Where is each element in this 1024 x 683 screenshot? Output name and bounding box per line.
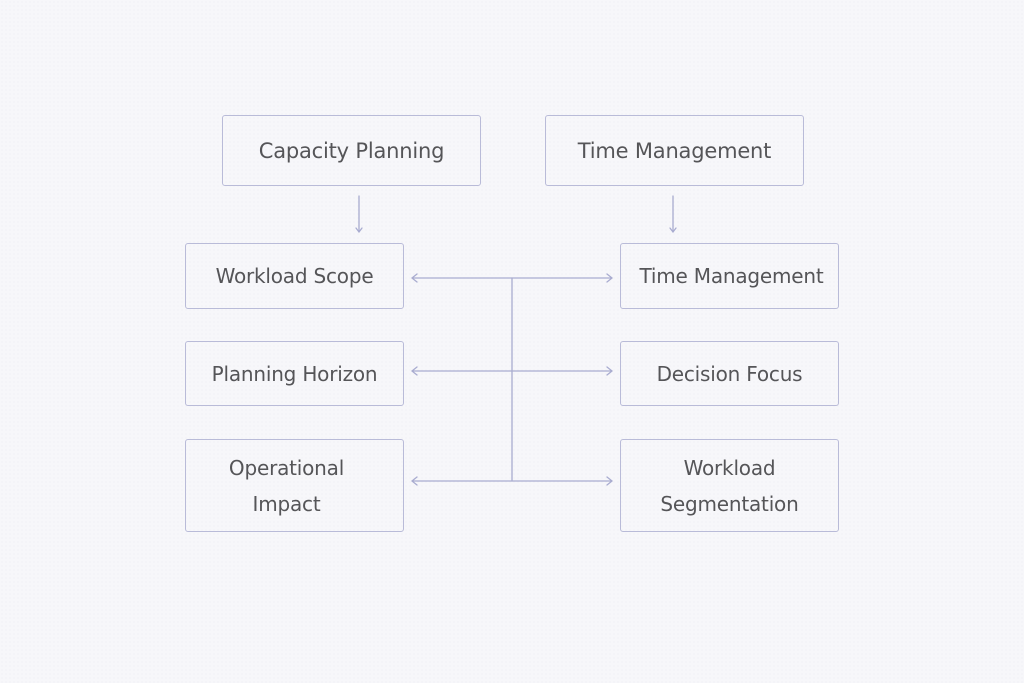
arrow-row-1	[411, 273, 613, 283]
node-label: Decision Focus	[656, 361, 803, 386]
arrow-time-top-to-time-management	[669, 195, 677, 233]
node-label: Planning Horizon	[211, 361, 378, 386]
node-label: Time Management	[639, 264, 824, 288]
node-operational-impact[interactable]: Operational Impact	[185, 439, 404, 532]
arrow-capacity-to-workload-scope	[355, 195, 363, 233]
node-label-line-2: Impact	[252, 491, 321, 516]
node-time-management[interactable]: Time Management	[620, 243, 839, 309]
arrow-row-3	[411, 476, 613, 486]
node-planning-horizon[interactable]: Planning Horizon	[185, 341, 404, 406]
node-workload-segmentation[interactable]: Workload Segmentation	[620, 439, 839, 532]
node-capacity-planning[interactable]: Capacity Planning	[222, 115, 481, 186]
node-label-line-2: Segmentation	[660, 491, 799, 516]
node-time-management-top[interactable]: Time Management	[545, 115, 804, 186]
node-decision-focus[interactable]: Decision Focus	[620, 341, 839, 406]
node-label: Time Management	[577, 138, 772, 163]
node-workload-scope[interactable]: Workload Scope	[185, 243, 404, 309]
arrow-row-2	[411, 366, 613, 376]
node-label: Capacity Planning	[258, 138, 445, 163]
node-label: Workload Scope	[215, 264, 374, 288]
node-label-line-1: Workload	[683, 455, 776, 480]
node-label-line-1: Operational	[228, 455, 345, 480]
